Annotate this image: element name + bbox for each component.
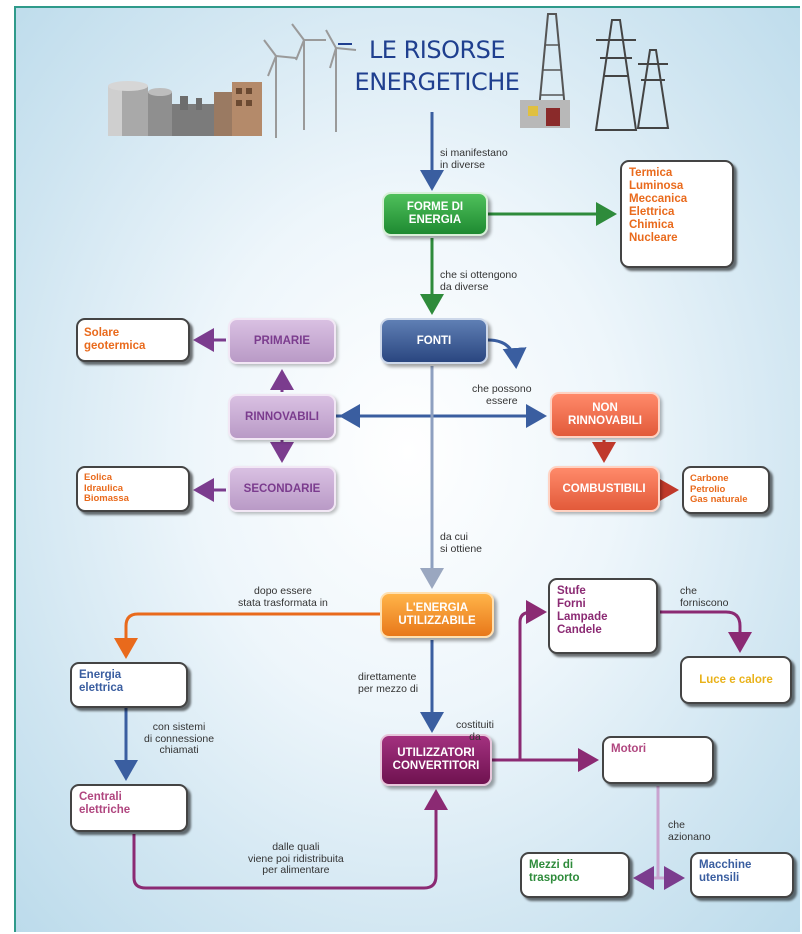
storage-tanks-icon — [108, 81, 262, 136]
label-che-possono-essere: che possono essere — [472, 383, 532, 407]
node-combustibili: COMBUSTIBILI — [548, 466, 660, 512]
node-eolica-idraulica-biomassa: Eolica Idraulica Biomassa — [76, 466, 190, 512]
node-non-rinnovabili: NON RINNOVABILI — [550, 392, 660, 438]
label-si-manifestano: si manifestano in diverse — [440, 147, 508, 171]
node-forme-di-energia: FORME DI ENERGIA — [382, 192, 488, 236]
node-luce-e-calore: Luce e calore — [680, 656, 792, 704]
node-mezzi-di-trasporto: Mezzi di trasporto — [520, 852, 630, 898]
node-primarie: PRIMARIE — [228, 318, 336, 364]
node-motori: Motori — [602, 736, 714, 784]
node-macchine-utensili: Macchine utensili — [690, 852, 794, 898]
label-direttamente: direttamente per mezzo di — [358, 671, 419, 695]
node-utilizzatori-convertitori: UTILIZZATORI CONVERTITORI — [380, 734, 492, 786]
node-fonti: FONTI — [380, 318, 488, 364]
label-dalle-quali: dalle quali viene poi ridistribuita per … — [248, 841, 344, 876]
label-che-forniscono: che forniscono — [680, 585, 729, 609]
diagram-title: LE RISORSE ENERGETICHE — [354, 36, 520, 96]
node-rinnovabili: RINNOVABILI — [228, 394, 336, 440]
node-energia-utilizzabile: L'ENERGIA UTILIZZABILE — [380, 592, 494, 638]
label-con-sistemi: con sistemi di connessione chiamati — [144, 721, 215, 756]
wind-turbines-icon — [263, 23, 357, 138]
label-che-si-ottengono: che si ottengono da diverse — [440, 269, 518, 293]
label-da-cui: da cui si ottiene — [440, 531, 483, 555]
label-che-azionano: che azionano — [668, 819, 711, 843]
node-secondarie: SECONDARIE — [228, 466, 336, 512]
label-costituiti: costituiti da — [456, 719, 494, 743]
node-solare-geotermica: Solare geotermica — [76, 318, 190, 362]
node-forme-list: Termica Luminosa Meccanica Elettrica Chi… — [620, 160, 734, 268]
energy-facilities-illustration — [108, 13, 670, 138]
node-centrali-elettriche: Centrali elettriche — [70, 784, 188, 832]
node-combustibili-list: Carbone Petrolio Gas naturale — [682, 466, 770, 514]
power-pylons-icon — [594, 19, 670, 131]
node-stufe-forni-lampade-candele: Stufe Forni Lampade Candele — [548, 578, 658, 654]
label-dopo-essere: dopo essere stata trasformata in — [238, 585, 328, 609]
node-energia-elettrica: Energia elettrica — [70, 662, 188, 708]
oil-derrick-icon — [520, 13, 570, 128]
